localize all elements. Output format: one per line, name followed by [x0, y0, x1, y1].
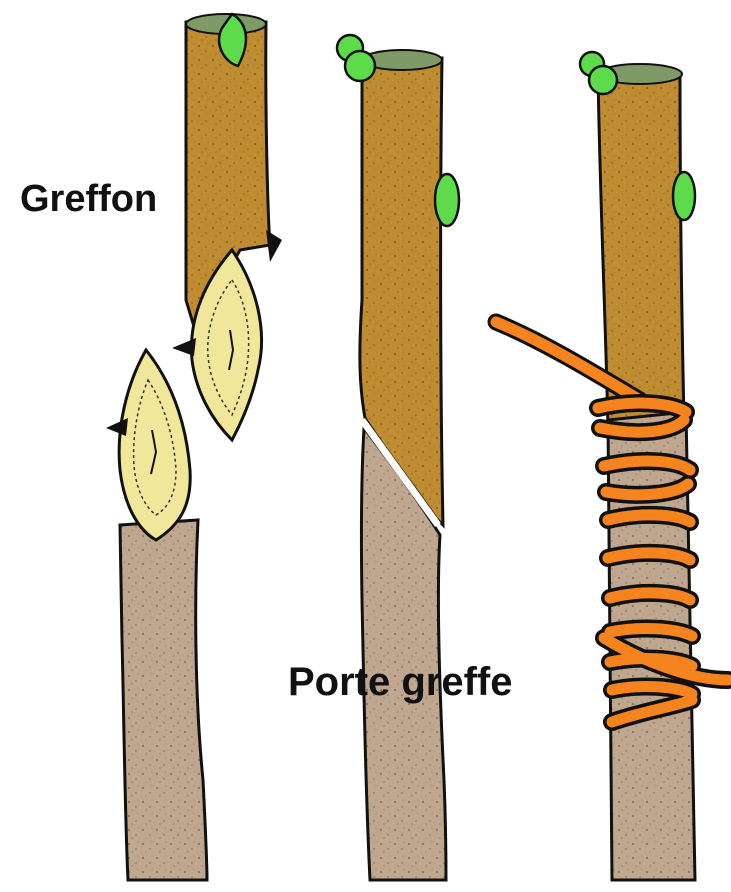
scion-cut-marker-icon: [172, 338, 196, 356]
panel-cut: [106, 14, 282, 880]
rootstock-cut-marker-icon: [106, 418, 128, 436]
tied-top-bud-2-icon: [589, 66, 617, 94]
panel-tied: [496, 52, 728, 880]
tied-side-bud-icon: [673, 172, 695, 220]
rootstock-label: Porte greffe: [288, 660, 513, 705]
scion-branch-stub: [266, 230, 282, 262]
scion-label: Greffon: [20, 178, 157, 221]
joined-top-bud-2-icon: [345, 51, 375, 81]
rootstock-texture: [120, 520, 207, 880]
panel-joined: [337, 35, 459, 880]
joined-side-bud-icon: [435, 174, 459, 226]
